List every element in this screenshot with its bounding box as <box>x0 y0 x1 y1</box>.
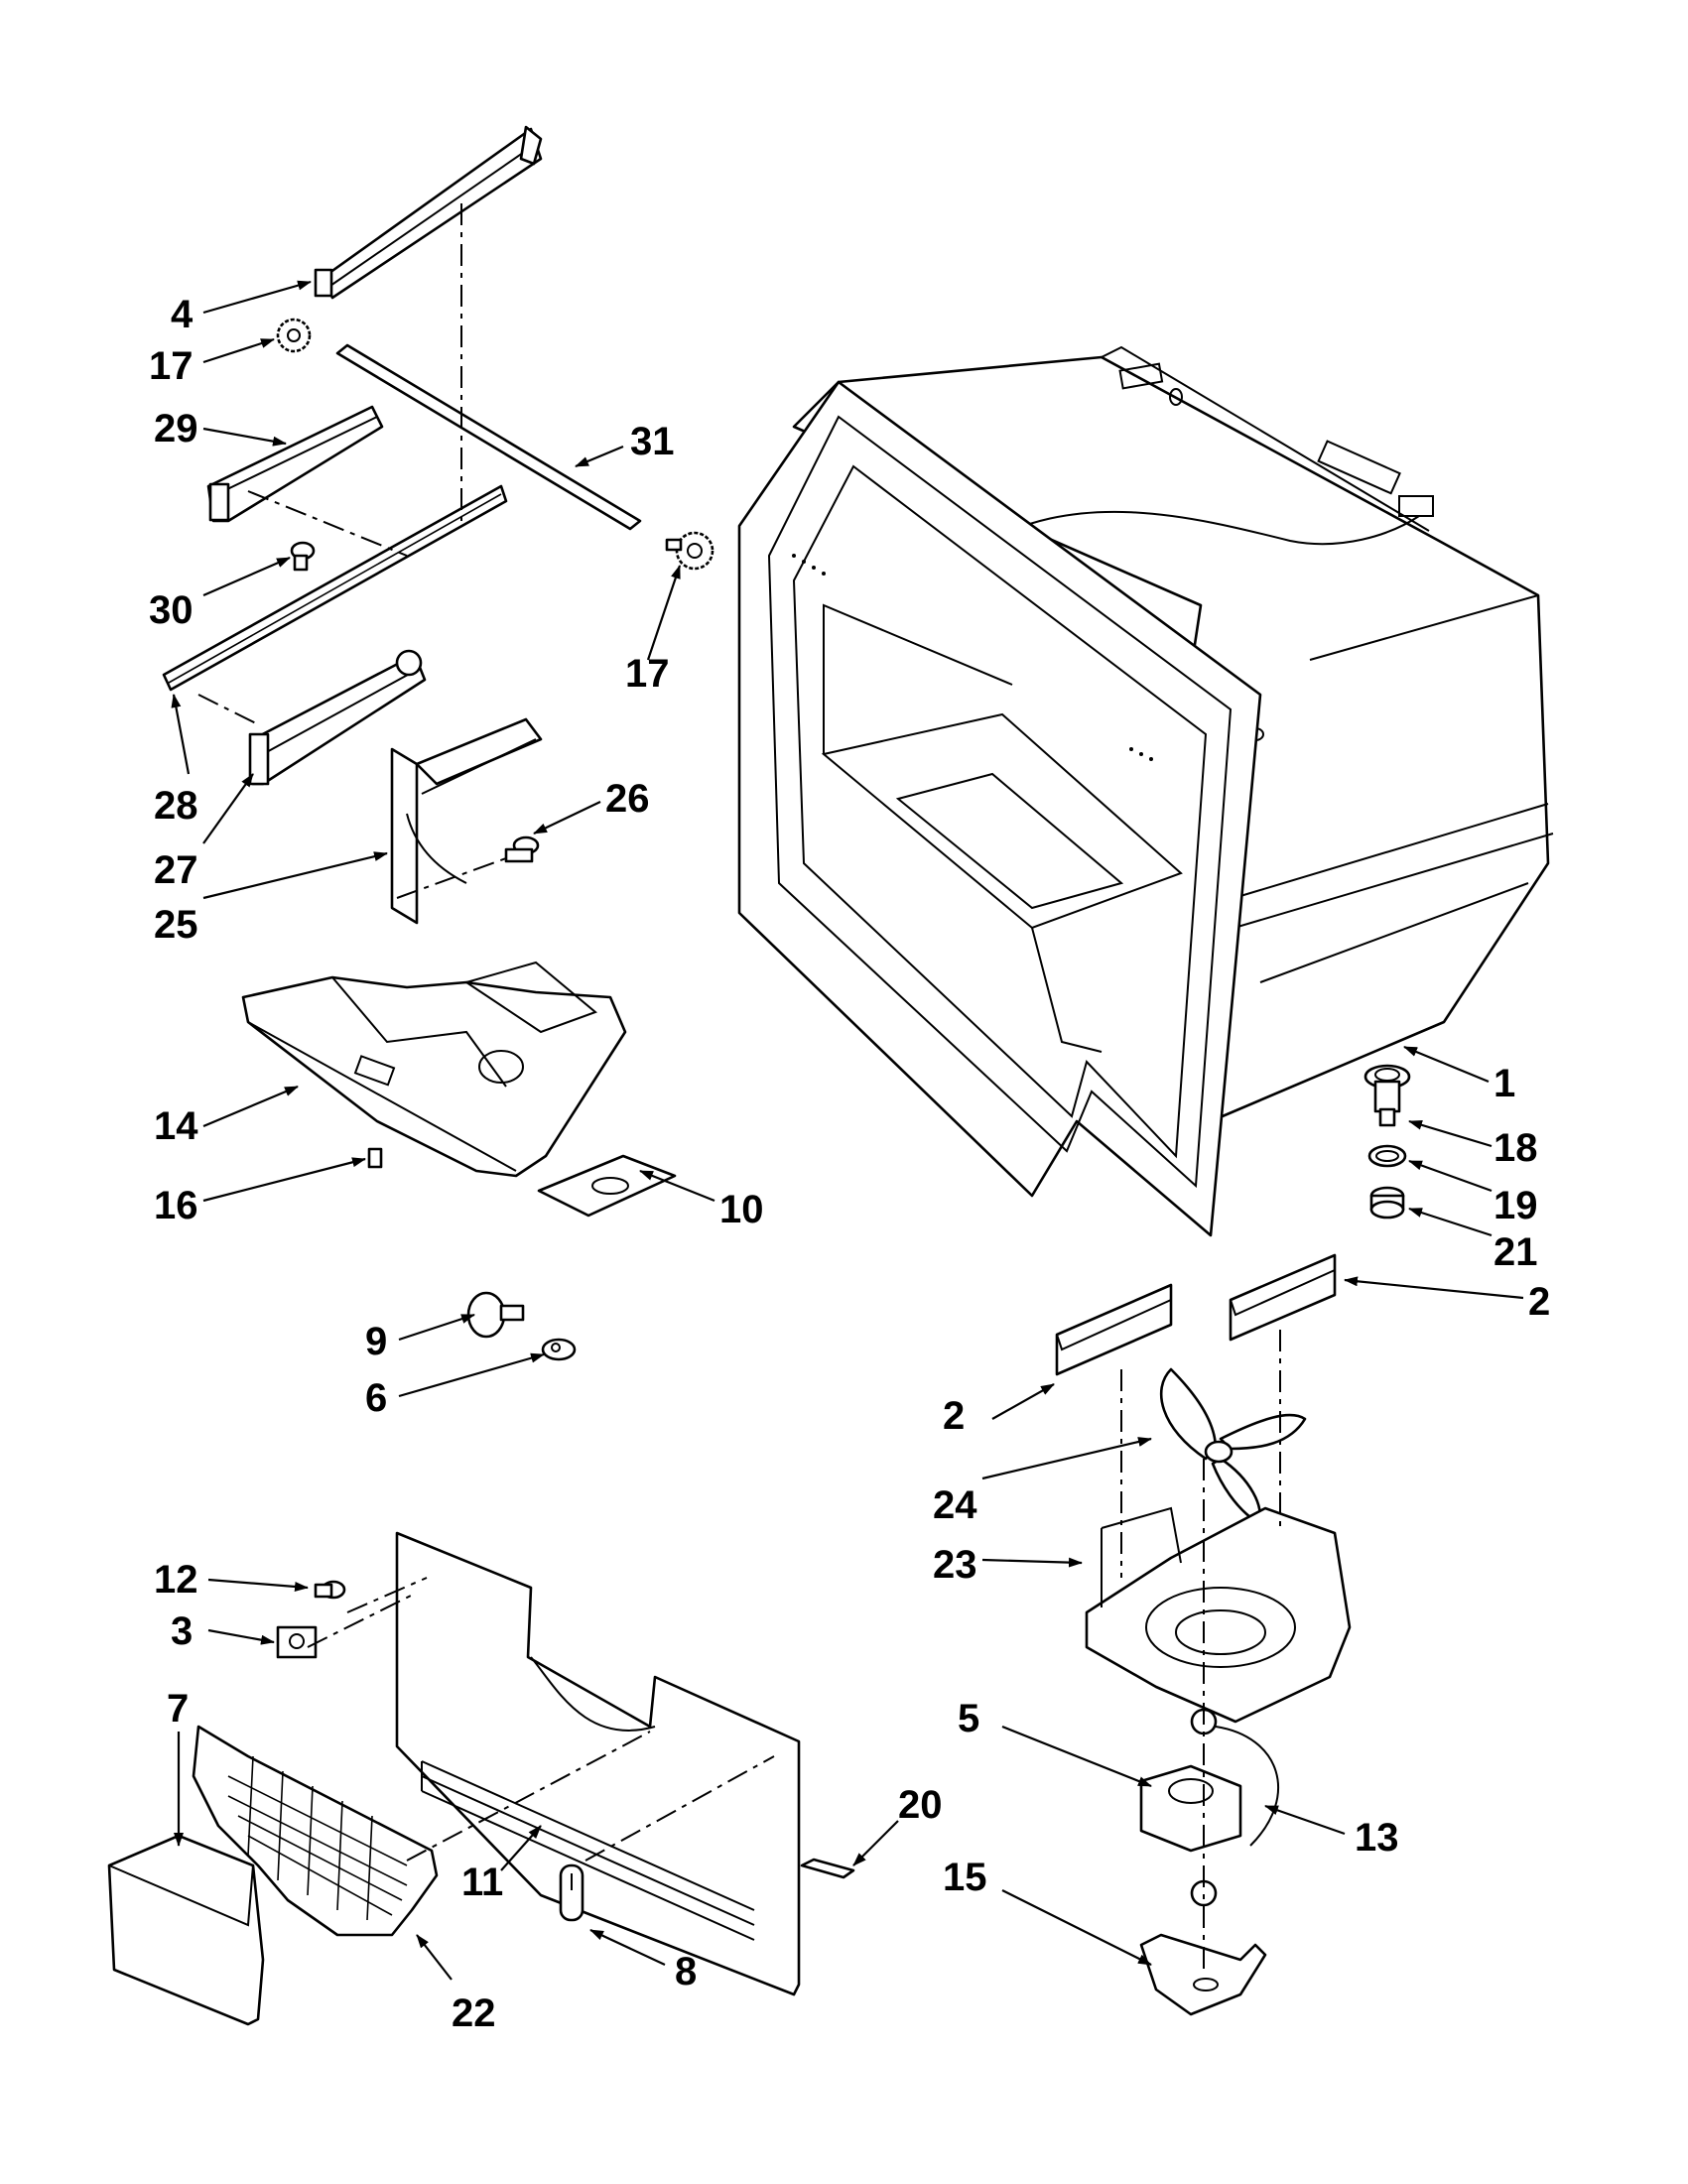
part-20-seal-strip <box>800 1858 855 1879</box>
callout-17: 17 <box>625 652 670 696</box>
callout-22: 22 <box>452 1991 496 2035</box>
callout-28: 28 <box>154 784 198 828</box>
callout-31: 31 <box>630 420 675 463</box>
part-17-gear-bottom <box>665 531 714 571</box>
part-26-fastener <box>504 835 540 863</box>
part-7-cover <box>107 1834 265 2026</box>
callout-labels: 1 2 2 3 4 5 6 7 8 9 10 11 12 13 14 15 16… <box>149 293 1550 2035</box>
part-1-freezer-drawer <box>737 345 1554 1237</box>
part-16-clip <box>367 1147 383 1169</box>
part-10-label <box>537 1154 677 1218</box>
part-27-rail-end <box>248 649 427 786</box>
part-19-ring <box>1367 1144 1407 1168</box>
callout-19: 19 <box>1493 1184 1538 1227</box>
part-17-gear-top <box>276 318 312 353</box>
callout-29: 29 <box>154 407 198 450</box>
callout-20: 20 <box>898 1783 943 1827</box>
part-11-rear-panel <box>395 1531 801 1996</box>
callout-18: 18 <box>1493 1126 1538 1170</box>
callout-15: 15 <box>943 1856 987 1899</box>
callout-12: 12 <box>154 1558 198 1602</box>
callout-9: 9 <box>365 1320 387 1363</box>
callout-8: 8 <box>675 1950 697 1993</box>
callout-21: 21 <box>1493 1230 1538 1274</box>
callout-5: 5 <box>958 1697 979 1740</box>
callout-17: 17 <box>149 344 194 388</box>
part-5-fan-motor <box>1139 1708 1242 1907</box>
callout-25: 25 <box>154 903 198 947</box>
part-3-bracket <box>276 1625 318 1659</box>
callout-2: 2 <box>1528 1280 1550 1324</box>
callout-16: 16 <box>154 1184 198 1227</box>
part-12-screw <box>314 1580 346 1600</box>
callout-26: 26 <box>605 777 650 821</box>
callout-23: 23 <box>933 1543 977 1587</box>
part-31-axle-rod <box>335 343 642 531</box>
part-21-bushing <box>1369 1186 1405 1220</box>
part-6-socket <box>541 1338 577 1361</box>
part-23-fan-shroud <box>1085 1506 1352 1724</box>
alignment-lines <box>197 203 1281 1975</box>
part-29-rail-cover <box>206 405 384 523</box>
part-30-screw <box>290 541 316 572</box>
callout-3: 3 <box>171 1609 193 1653</box>
callout-11: 11 <box>461 1861 503 1904</box>
part-8-clip <box>559 1863 584 1922</box>
callout-27: 27 <box>154 848 198 892</box>
part-2-foam-left <box>1055 1283 1173 1376</box>
callout-13: 13 <box>1355 1816 1399 1860</box>
part-14-housing <box>241 961 627 1178</box>
callout-6: 6 <box>365 1376 387 1420</box>
part-9-light-bulb <box>466 1291 525 1339</box>
callout-2: 2 <box>943 1394 965 1438</box>
part-18-roller <box>1363 1064 1411 1127</box>
callout-24: 24 <box>933 1483 977 1527</box>
part-4-slide-rail <box>314 125 543 300</box>
callout-4: 4 <box>171 293 194 336</box>
part-13-wire <box>1215 1726 1279 1847</box>
part-2-foam-right <box>1229 1253 1337 1342</box>
part-25-bracket <box>390 717 543 925</box>
callout-14: 14 <box>154 1104 198 1148</box>
part-15-motor-bracket <box>1139 1933 1267 2016</box>
part-24-fan-blade <box>1159 1367 1307 1525</box>
callout-7: 7 <box>167 1687 189 1731</box>
callout-10: 10 <box>719 1188 764 1231</box>
callout-30: 30 <box>149 588 194 632</box>
leader-lines <box>171 280 1524 1981</box>
callout-1: 1 <box>1493 1062 1515 1105</box>
part-22-grille <box>192 1725 439 1937</box>
